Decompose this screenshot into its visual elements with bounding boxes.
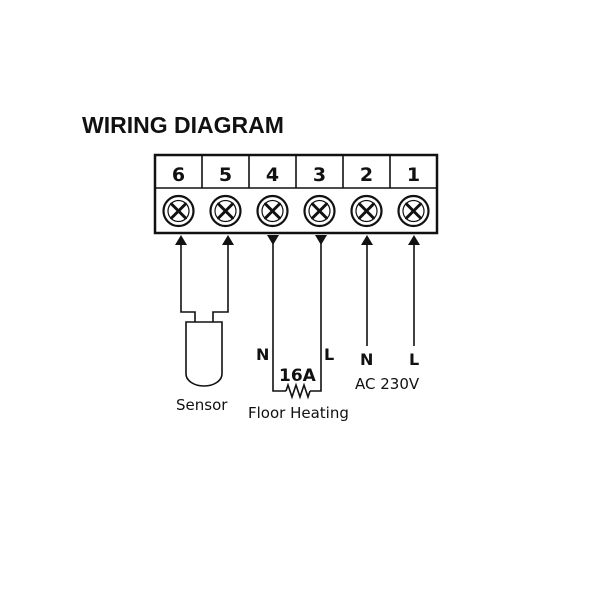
arrow-down-icon — [267, 235, 279, 245]
sensor-label: Sensor — [176, 396, 228, 414]
sensor-wire-left — [180, 243, 196, 322]
terminal-arrows — [175, 235, 420, 245]
terminal-screw-icon — [256, 194, 289, 228]
arrow-up-icon — [408, 235, 420, 245]
supply-l-label: L — [409, 350, 419, 369]
arrow-up-icon — [222, 235, 234, 245]
heating-l-label: L — [324, 345, 334, 364]
terminal-screw-icon — [303, 194, 336, 228]
arrow-down-icon — [315, 235, 327, 245]
diagram-title: WIRING DIAGRAM — [82, 112, 284, 138]
sensor-probe-icon — [185, 321, 223, 387]
terminal-number: 5 — [219, 164, 232, 186]
heating-current-label: 16A — [279, 366, 317, 386]
terminal-number: 3 — [313, 164, 326, 186]
terminal-screw-icon — [209, 194, 242, 228]
terminal-screw-icon — [350, 194, 383, 228]
arrow-up-icon — [175, 235, 187, 245]
floor-heating-label: Floor Heating — [248, 404, 349, 422]
heating-wire-n — [272, 243, 286, 392]
sensor-wire-right — [212, 243, 229, 322]
terminal-number: 4 — [266, 164, 279, 186]
terminal-number: 2 — [360, 164, 373, 186]
sensor-wiring: Sensor — [176, 243, 229, 414]
heating-n-label: N — [256, 345, 269, 364]
heating-wire-l — [310, 243, 322, 392]
supply-voltage-label: AC 230V — [355, 375, 420, 393]
arrow-up-icon — [361, 235, 373, 245]
supply-n-label: N — [360, 350, 373, 369]
terminal-screw-icon — [397, 194, 430, 228]
heating-resistor-icon — [285, 382, 311, 400]
floor-heating-wiring: N L 16A Floor Heating — [248, 243, 349, 422]
terminal-number: 1 — [407, 164, 420, 186]
terminal-block: 6 5 4 3 2 1 — [153, 153, 439, 235]
terminal-screw-icon — [162, 194, 195, 228]
ac-supply-wiring: N L AC 230V — [355, 243, 420, 393]
terminal-number: 6 — [172, 164, 185, 186]
